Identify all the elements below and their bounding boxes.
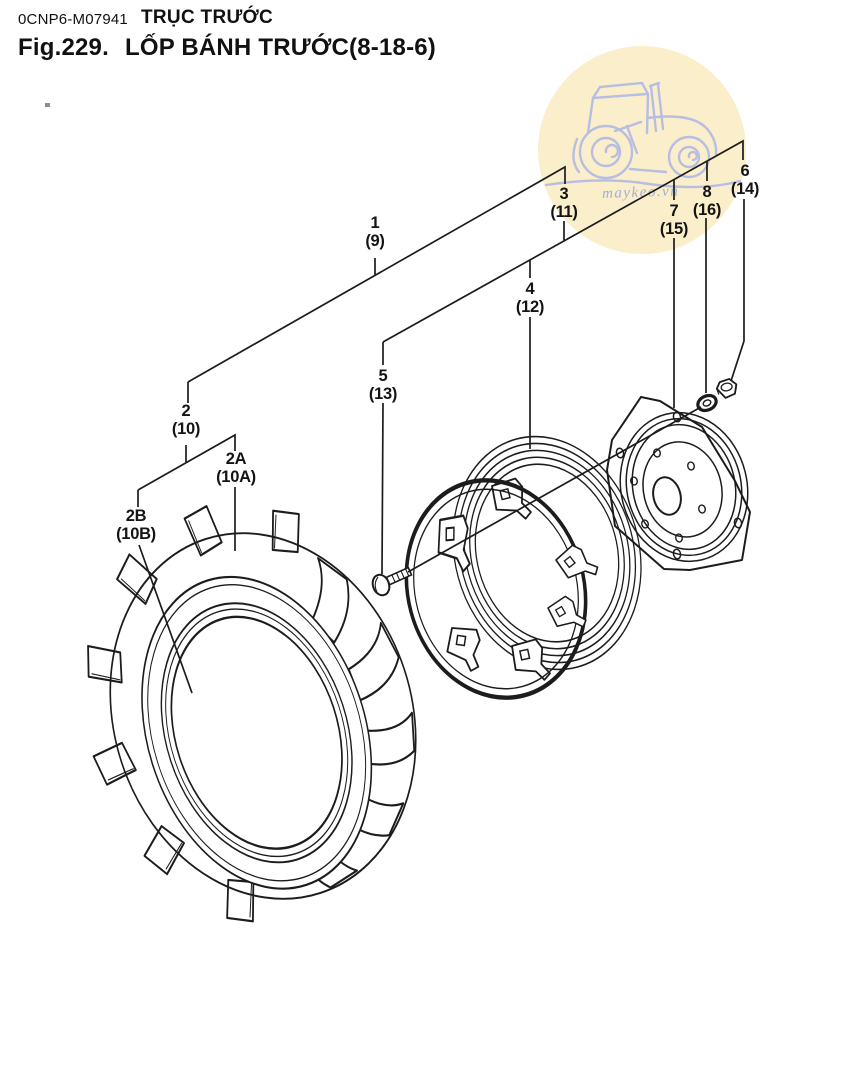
figure-name: LỐP BÁNH TRƯỚC(8-18-6) <box>124 34 437 61</box>
stray-mark <box>45 103 50 107</box>
section-title: TRỤC TRƯỚC <box>141 7 274 28</box>
part-label-8: 8 (16) <box>692 183 722 219</box>
label-number: 1 <box>370 214 380 232</box>
label-ref: (15) <box>659 219 689 238</box>
part-label-3: 3 (11) <box>550 185 578 221</box>
part-label-2A: 2A (10A) <box>216 450 256 486</box>
figure-title: Fig.229. LỐP BÁNH TRƯỚC(8-18-6) <box>18 34 436 62</box>
washer-drawing <box>696 393 718 413</box>
label-number: 8 <box>702 183 712 201</box>
part-label-2: 2 (10) <box>171 402 201 438</box>
tractor-icon <box>544 81 742 189</box>
label-ref: (9) <box>365 231 385 250</box>
label-number: 5 <box>378 367 388 385</box>
label-ref: (16) <box>692 200 722 219</box>
part-label-1: 1 (9) <box>365 214 385 250</box>
leader-lines <box>137 139 745 694</box>
document-code: 0CNP6-M07941 <box>18 11 128 28</box>
label-ref: (10) <box>171 419 201 438</box>
bolt-drawing <box>371 566 413 597</box>
label-ref: (12) <box>515 297 545 316</box>
watermark-circle <box>538 46 746 254</box>
part-label-2B: 2B (10B) <box>116 507 156 543</box>
watermark: maykeo.vn <box>538 46 746 254</box>
part-label-7: 7 (15) <box>659 202 689 238</box>
label-number: 6 <box>740 162 750 180</box>
label-ref: (10B) <box>116 524 156 543</box>
part-label-5: 5 (13) <box>368 367 398 403</box>
rim-drawing <box>404 435 642 700</box>
label-number: 2B <box>125 507 147 525</box>
assembly-axis-line <box>407 406 702 573</box>
label-number: 2A <box>225 450 247 468</box>
label-ref: (14) <box>730 179 760 198</box>
watermark-text: maykeo.vn <box>602 183 680 202</box>
tire-drawing <box>83 504 420 928</box>
nut-drawing <box>715 378 738 399</box>
part-label-6: 6 (14) <box>730 162 760 198</box>
label-ref: (13) <box>368 384 398 403</box>
label-number: 2 <box>181 402 191 420</box>
label-ref: (10A) <box>216 467 256 486</box>
label-number: 7 <box>669 202 679 220</box>
part-label-4: 4 (12) <box>515 280 545 316</box>
figure-number: Fig.229. <box>18 34 109 61</box>
label-ref: (11) <box>550 202 578 221</box>
label-number: 3 <box>559 185 569 203</box>
label-number: 4 <box>525 280 535 298</box>
